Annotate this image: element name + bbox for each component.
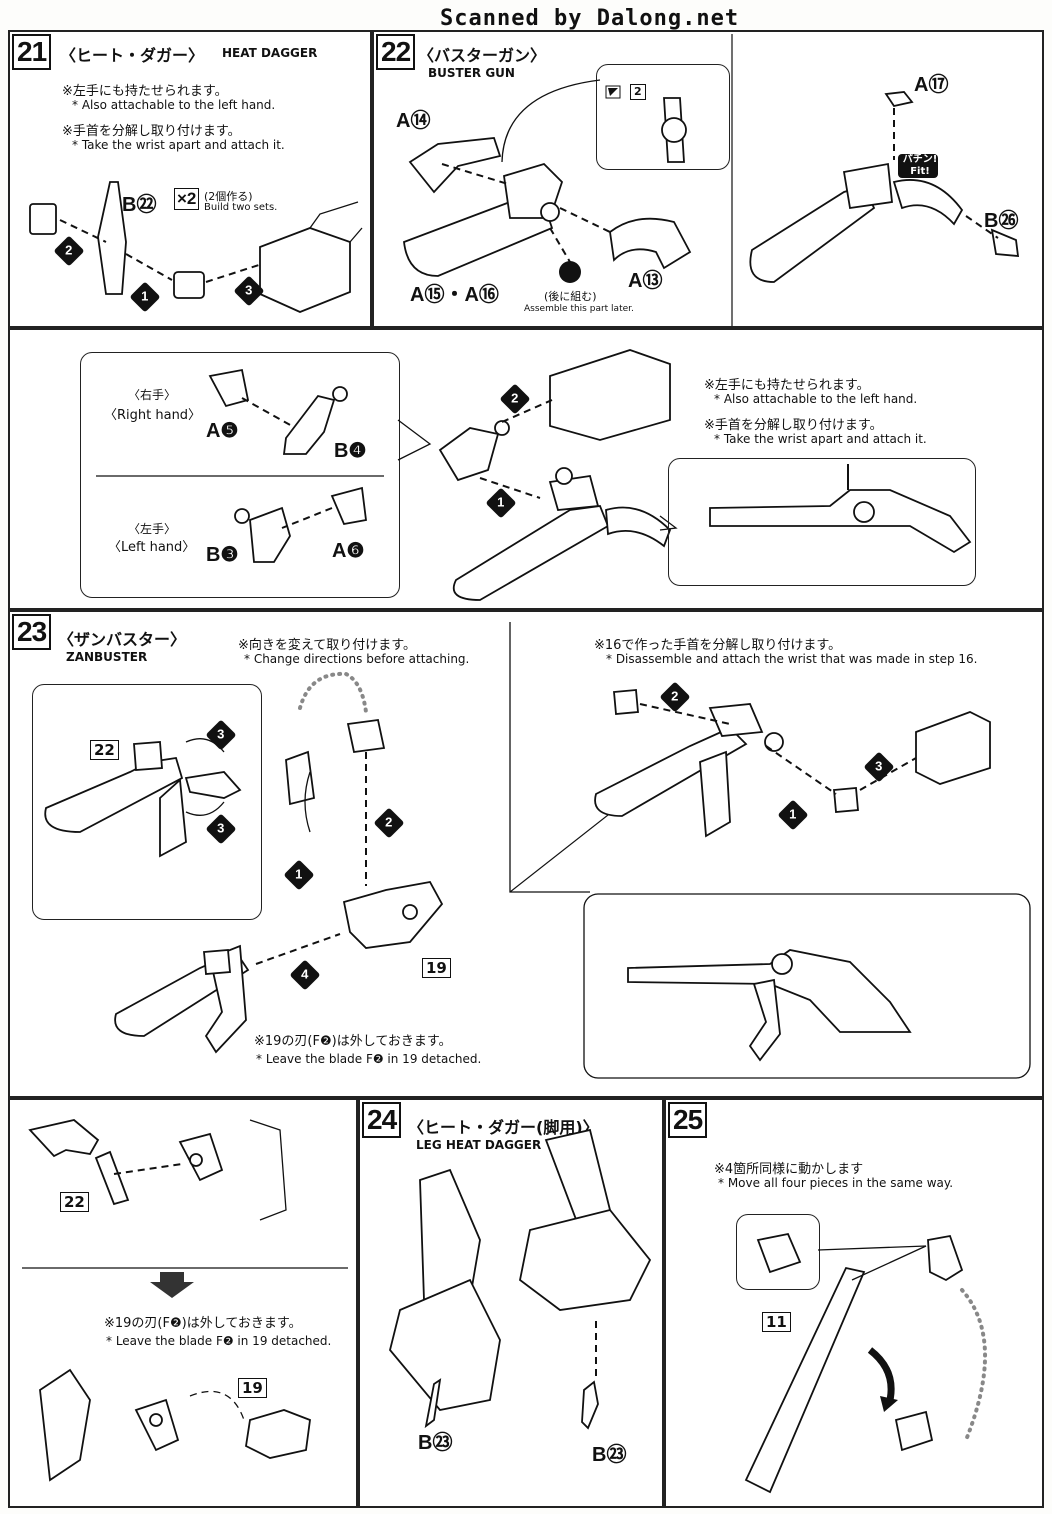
note-wrist-en: * Take the wrist apart and attach it. xyxy=(714,432,927,446)
part-label: A❺ xyxy=(206,420,239,442)
note-left-hand-jp: ※左手にも持たせられます。 xyxy=(62,84,228,99)
step-title-jp: 〈ヒート・ダガー〉 xyxy=(60,46,205,65)
part-label: A⑮・A⑯ xyxy=(410,284,499,306)
part-label: A⑭ xyxy=(396,110,431,132)
right-hand-jp: 〈右手〉 xyxy=(128,388,177,402)
left-hand-jp: 〈左手〉 xyxy=(128,522,177,536)
note-blade-en: * Leave the blade F❷ in 19 detached. xyxy=(106,1334,332,1348)
step-ref: 22 xyxy=(60,1192,89,1212)
part-label: B❸ xyxy=(206,544,239,566)
detail-inset xyxy=(668,458,976,586)
step-title-en: HEAT DAGGER xyxy=(222,46,318,60)
step-ref: 19 xyxy=(422,958,451,978)
note-blade-jp: ※19の刃(F❷)は外しておきます。 xyxy=(254,1034,452,1049)
step-23-panel: 23 〈ザンバスター〉 ZANBUSTER ※向きを変えて取り付けます。 * C… xyxy=(8,610,1044,1098)
note-left-hand-en: * Also attachable to the left hand. xyxy=(72,98,276,112)
build-count-en: Build two sets. xyxy=(204,202,278,213)
note-move-jp: ※4箇所同様に動かします xyxy=(714,1162,864,1177)
note-wrist-jp: ※手首を分解し取り付けます。 xyxy=(704,418,883,433)
part-label: B㉓ xyxy=(592,1444,627,1466)
zanbuster-illustration xyxy=(44,622,1031,1079)
scan-credit: Scanned by Dalong.net xyxy=(440,6,740,31)
detail-inset xyxy=(596,64,730,170)
step-title-en: BUSTER GUN xyxy=(428,66,515,80)
thruster-illustration xyxy=(744,1232,988,1494)
step-number: 24 xyxy=(362,1102,402,1138)
step-ref: 19 xyxy=(238,1378,267,1398)
fit-badge: パチン! Fit! xyxy=(900,154,940,178)
step-title-en: LEG HEAT DAGGER xyxy=(416,1138,542,1152)
step-ref: 22 xyxy=(90,740,119,760)
hand-illustration xyxy=(96,349,972,601)
note-blade-en: * Leave the blade F❷ in 19 detached. xyxy=(256,1052,482,1066)
right-hand-en: 〈Right hand〉 xyxy=(104,408,202,423)
leg-dagger-illustration xyxy=(389,1128,652,1430)
note-wrist-en: * Take the wrist apart and attach it. xyxy=(72,138,285,152)
attach-panel: 22 19 ※19の刃(F❷)は外しておきます。 * Leave the bla… xyxy=(8,1098,358,1508)
part-label: B❹ xyxy=(334,440,367,462)
step-22-hand-panel: 〈右手〉 〈Right hand〉 〈左手〉 〈Left hand〉 A❺ B❹… xyxy=(8,328,1044,610)
multiplier: ×2 xyxy=(174,188,200,210)
assemble-later-jp: (後に組む) xyxy=(544,290,597,303)
step-21-panel: 21 〈ヒート・ダガー〉 HEAT DAGGER ※左手にも持たせられます。 *… xyxy=(8,30,372,328)
buster-gun-illustration xyxy=(403,34,1020,326)
step-number: 22 xyxy=(376,34,416,70)
left-hand-en: 〈Left hand〉 xyxy=(108,540,196,555)
step-number: 23 xyxy=(12,614,52,650)
note-direction-en: * Change directions before attaching. xyxy=(244,652,470,666)
step-number: 25 xyxy=(668,1102,708,1138)
fit-label-en: Fit! xyxy=(910,166,930,177)
step-ref: 11 xyxy=(762,1312,791,1332)
assemble-later-en: Assemble this part later. xyxy=(524,304,634,314)
step-25-panel: 25 ※4箇所同様に動かします * Move all four pieces i… xyxy=(664,1098,1044,1508)
step-title-jp: 〈ザンバスター〉 xyxy=(58,630,187,649)
note-move-en: * Move all four pieces in the same way. xyxy=(718,1176,954,1190)
note-wrist-en: * Disassemble and attach the wrist that … xyxy=(606,652,978,666)
step-number: 21 xyxy=(12,34,52,70)
heat-dagger-illustration xyxy=(29,181,363,313)
note-direction-jp: ※向きを変えて取り付けます。 xyxy=(238,638,416,653)
step-24-panel: 24 〈ヒート・ダガー(脚用)〉 LEG HEAT DAGGER B㉓ B㉓ xyxy=(358,1098,664,1508)
step-title-en: ZANBUSTER xyxy=(66,650,148,664)
note-wrist-jp: ※16で作った手首を分解し取り付けます。 xyxy=(594,638,842,653)
note-left-hand-en: * Also attachable to the left hand. xyxy=(714,392,918,406)
detail-box-number: 2 xyxy=(630,84,646,100)
build-count-jp: (2個作る) xyxy=(204,190,253,203)
step-title-jp: 〈バスターガン〉 xyxy=(418,46,547,65)
step-22-panel: 22 〈バスターガン〉 BUSTER GUN A⑭ A⑮・A⑯ A⑬ A⑰ B㉖… xyxy=(372,30,1044,328)
step-title-jp: 〈ヒート・ダガー(脚用)〉 xyxy=(408,1118,599,1137)
part-label: A⑬ xyxy=(628,270,663,292)
part-label: A⑰ xyxy=(914,74,949,96)
note-blade-jp: ※19の刃(F❷)は外しておきます。 xyxy=(104,1316,302,1331)
part-label: B㉖ xyxy=(984,210,1019,232)
note-left-hand-jp: ※左手にも持たせられます。 xyxy=(704,378,870,393)
note-wrist-jp: ※手首を分解し取り付けます。 xyxy=(62,124,241,139)
part-label: A❻ xyxy=(332,540,365,562)
attach-illustration xyxy=(22,1119,348,1482)
part-label: B㉒ xyxy=(122,194,157,216)
part-label: B㉓ xyxy=(418,1432,453,1454)
fit-label-jp: パチン! xyxy=(902,154,938,165)
